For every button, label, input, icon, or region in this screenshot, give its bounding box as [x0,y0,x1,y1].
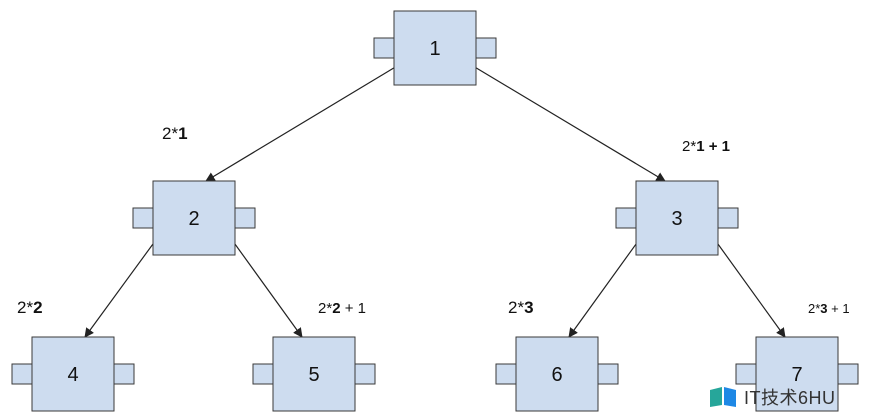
tree-node-5: 5 [252,336,376,412]
node-left-port [495,363,517,385]
tree-node-1: 1 [373,10,497,86]
edge-label-bold: 2 [332,300,340,317]
node-right-port [837,363,859,385]
node-label: 1 [429,38,440,60]
edge-label-3-6: 2*3 [508,298,534,317]
nodes-layer: 1 2 3 4 5 6 7 [11,10,859,412]
node-right-port [597,363,619,385]
node-right-port [234,207,256,229]
edge-label-bold: 1 [178,124,187,143]
node-left-port [615,207,637,229]
edge-label-bold: 3 [820,301,827,316]
book-logo-icon [710,387,736,407]
edge-2-5 [226,232,303,338]
edge-label-prefix: 2* [162,124,178,143]
node-right-port [113,363,135,385]
tree-node-7: 7 [735,336,859,412]
tree-node-2: 2 [132,180,256,256]
node-box [515,336,599,412]
edge-label-prefix: 2* [808,301,820,316]
edge-3-6 [568,232,645,338]
edge-1-3 [467,62,666,182]
watermark-text: IT技术6HU [744,388,836,408]
node-box [152,180,236,256]
tree-node-3: 3 [615,180,739,256]
edge-label-bold: 2 [33,298,42,317]
edge-label-prefix: 2* [318,300,332,317]
node-left-port [252,363,274,385]
edge-label-suffix: + 1 [828,301,850,316]
tree-node-6: 6 [495,336,619,412]
edge-2-4 [84,232,162,338]
node-right-port [354,363,376,385]
edge-label-prefix: 2* [17,298,33,317]
node-box [31,336,115,412]
node-label: 3 [671,208,682,230]
node-label: 4 [67,364,78,386]
edge-label-suffix: + 1 [341,300,366,317]
node-label: 5 [308,364,319,386]
watermark: IT技术6HU [708,384,836,410]
edge-label-2-4: 2*2 [17,298,43,317]
node-box [635,180,719,256]
edge-label-bold: 3 [524,298,533,317]
node-label: 2 [188,208,199,230]
edge-3-7 [709,232,786,338]
node-left-port [132,207,154,229]
node-left-port [373,37,395,59]
edge-label-prefix: 2* [682,138,696,155]
edge-label-1-2: 2*1 [162,124,188,143]
node-box [393,10,477,86]
node-box [755,336,839,412]
edge-label-2-5: 2*2 + 1 [318,300,366,317]
node-right-port [475,37,497,59]
edge-label-1-3: 2*1 + 1 [682,138,730,155]
edges-layer [84,62,786,338]
node-label: 6 [551,364,562,386]
edge-label-bold: 1 + 1 [696,138,730,155]
node-right-port [717,207,739,229]
edge-1-2 [205,62,403,182]
node-label: 7 [791,364,802,386]
node-left-port [11,363,33,385]
edge-label-prefix: 2* [508,298,524,317]
edge-label-3-7: 2*3 + 1 [808,301,850,316]
node-left-port [735,363,757,385]
tree-node-4: 4 [11,336,135,412]
node-box [272,336,356,412]
